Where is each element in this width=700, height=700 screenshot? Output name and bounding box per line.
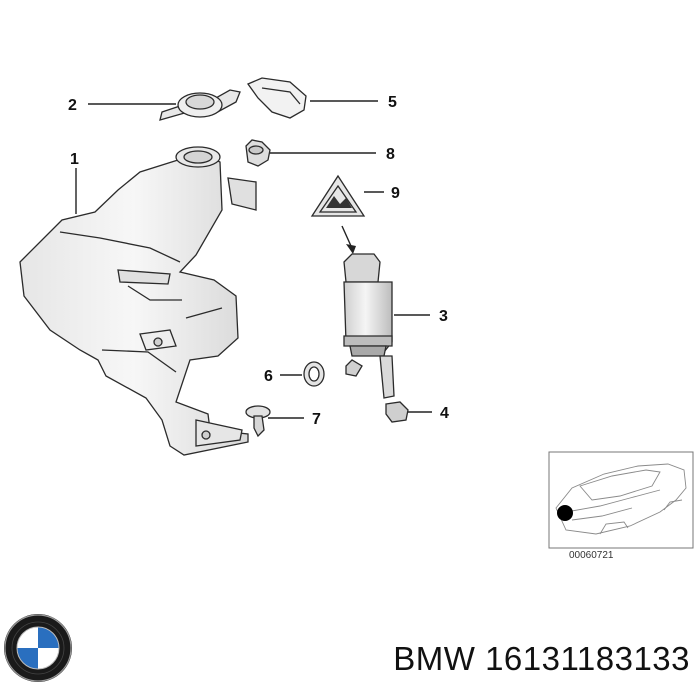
expansion-rivet: [245, 405, 271, 438]
brand-name: BMW: [393, 640, 476, 677]
filler-cap: [159, 89, 241, 121]
locator-inset: 00060721: [548, 451, 694, 561]
callout-4: 4: [440, 405, 449, 422]
callout-2: 2: [68, 97, 77, 114]
callout-3: 3: [439, 308, 448, 325]
hose-connector: [385, 401, 409, 423]
footer: BMW 16131183133: [0, 612, 700, 700]
callout-7: 7: [312, 411, 321, 428]
callout-5: 5: [388, 94, 397, 111]
grommet: [245, 139, 271, 167]
callout-6: 6: [264, 368, 273, 385]
warning-label: [310, 174, 366, 217]
part-label: BMW 16131183133: [393, 640, 690, 678]
washer-pump: [343, 253, 395, 399]
seal-gasket: [247, 77, 307, 119]
part-number: 16131183133: [485, 640, 690, 677]
leader-lines: [75, 100, 432, 419]
hose-clamp: [303, 361, 325, 387]
location-marker: [557, 505, 573, 521]
callout-1: 1: [70, 151, 79, 168]
callout-numbers: 1 2 3 4 5 6 7 8 9: [68, 94, 449, 428]
inset-code: 00060721: [569, 550, 614, 561]
washer-reservoir-tank: [19, 146, 257, 456]
callout-8: 8: [386, 146, 395, 163]
callout-9: 9: [391, 185, 400, 202]
assembly-arrow: [341, 225, 356, 254]
bmw-logo-icon: [4, 614, 72, 682]
car-outline: [555, 463, 687, 535]
